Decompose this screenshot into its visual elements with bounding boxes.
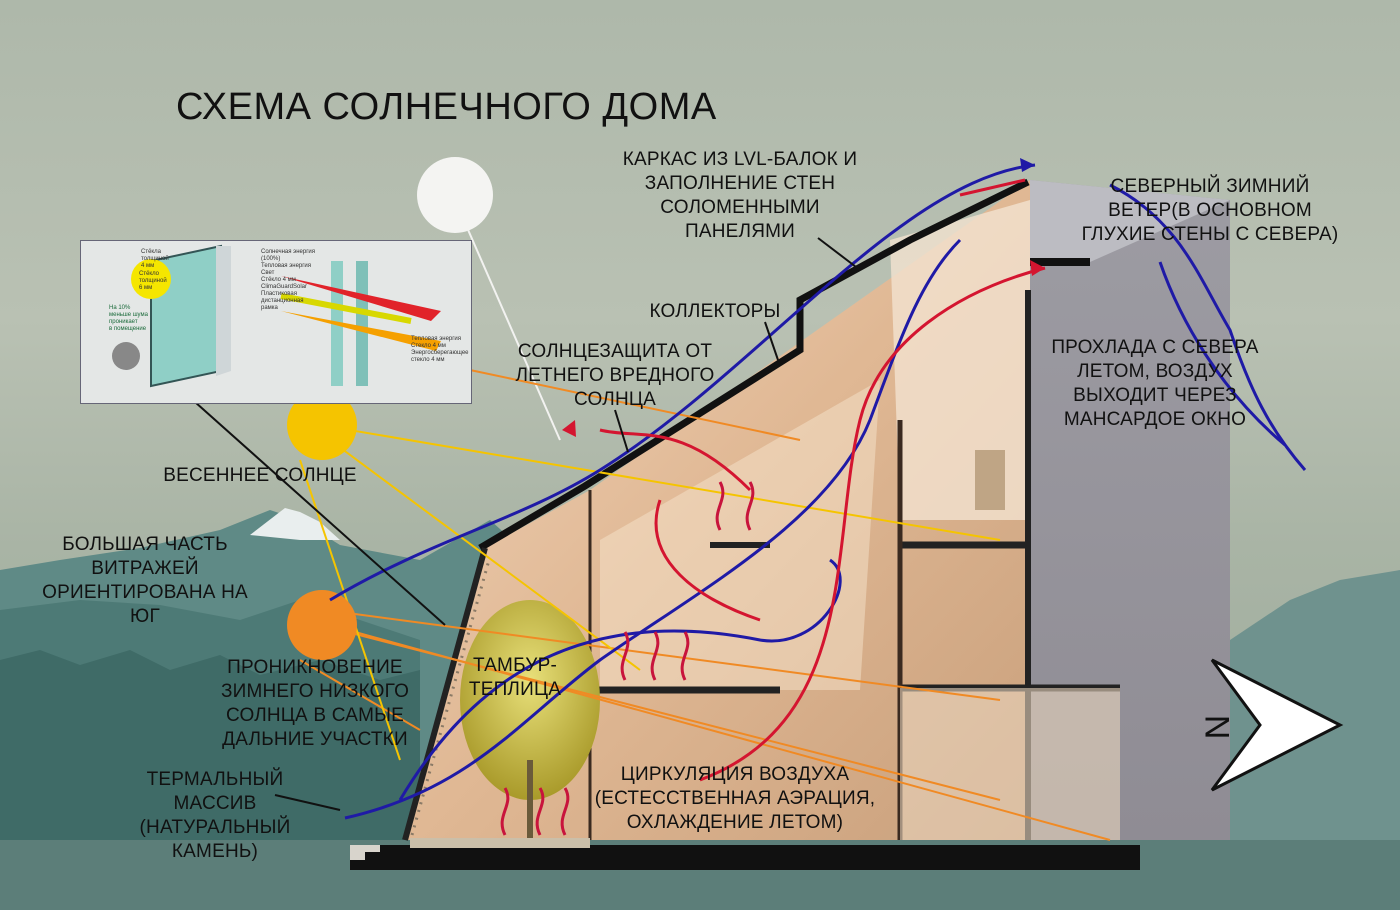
warm-air-flows: [599, 178, 1046, 782]
warm-flow-left: [599, 428, 752, 492]
roof-line: [478, 178, 1030, 552]
snowy-peak: [250, 508, 340, 540]
winter-ray-4: [299, 659, 421, 731]
foundation: [350, 845, 1140, 870]
warm-flow-main: [699, 266, 1046, 782]
leader-inset: [194, 401, 446, 626]
wind-interior-arrow: [344, 238, 962, 820]
cold-wind-flows: [329, 163, 1307, 820]
attic-window: [975, 450, 1005, 510]
heat-waves: [500, 481, 755, 836]
winter-sun: [287, 590, 357, 660]
mountain-right: [1230, 570, 1400, 910]
label-spring-sun: ВЕСЕННЕЕ СОЛНЦЕ: [163, 465, 357, 486]
solar-arrow: [281, 276, 441, 321]
glass-facade: [402, 547, 488, 841]
glazing-frame: [216, 246, 231, 376]
winter-ray-3: [354, 631, 1111, 841]
light-arrow: [280, 293, 412, 324]
north-arrow-icon: [1210, 658, 1344, 792]
foundation-steps: [350, 845, 380, 860]
north-label: N: [1199, 714, 1237, 740]
heat-arrow: [281, 311, 441, 351]
glazing-illustration: [112, 244, 441, 388]
summer-ray: [454, 199, 561, 441]
heat-wave: [715, 481, 725, 531]
spring-ray-2: [329, 439, 641, 671]
heat-wave: [650, 631, 660, 681]
leader-thermal: [274, 794, 341, 811]
label-air-circulation: ЦИРКУЛЯЦИЯ ВОЗДУХА(ЕСТЕССТВЕННАЯ АЭРАЦИЯ…: [594, 764, 876, 833]
heat-wave: [620, 631, 630, 681]
wind-north-curve: [1109, 183, 1307, 471]
spring-ray-1: [319, 424, 1001, 541]
leader-collectors: [764, 321, 779, 361]
north-roof: [1030, 180, 1230, 262]
speaker-icon: [112, 342, 140, 370]
heat-wave: [500, 787, 510, 836]
diagram-title: СХЕМА СОЛНЕЧНОГО ДОМА: [176, 86, 717, 128]
heat-wave: [680, 631, 690, 681]
heat-wave: [560, 787, 570, 836]
stone-slab: [410, 838, 590, 848]
warm-arrowhead-left: [562, 420, 576, 437]
inset-right-labels: Солнечная энергия (100%)Тепловая энергия…: [261, 249, 316, 311]
leader-sunshade: [614, 409, 629, 453]
heat-wave: [745, 481, 755, 531]
spring-sun: [287, 390, 357, 460]
heat-wave: [535, 787, 545, 836]
leader-lines: [194, 237, 861, 811]
label-collectors: КОЛЛЕКТОРЫ: [649, 301, 781, 322]
lower-room: [900, 688, 1120, 840]
north-wall: [1030, 180, 1230, 840]
warm-flow-top: [959, 178, 1026, 197]
summer-sun: [417, 157, 493, 233]
wind-roof-arrow: [329, 163, 1036, 602]
badge-circle: [131, 259, 171, 299]
warm-arrowhead: [1030, 260, 1045, 276]
wind-north-curve-2: [1158, 261, 1286, 447]
wind-arrowhead: [1020, 158, 1035, 172]
glass-panes: [356, 261, 368, 386]
warm-flow-curve: [654, 499, 761, 622]
label-vestibule: ТАМБУР-ТЕПЛИЦА: [468, 655, 562, 700]
wind-lower-arrow: [398, 558, 842, 801]
winter-ray-2: [339, 611, 1001, 701]
collector-ray: [469, 369, 801, 441]
leader-frame: [817, 237, 861, 271]
attic-light: [890, 200, 1030, 520]
